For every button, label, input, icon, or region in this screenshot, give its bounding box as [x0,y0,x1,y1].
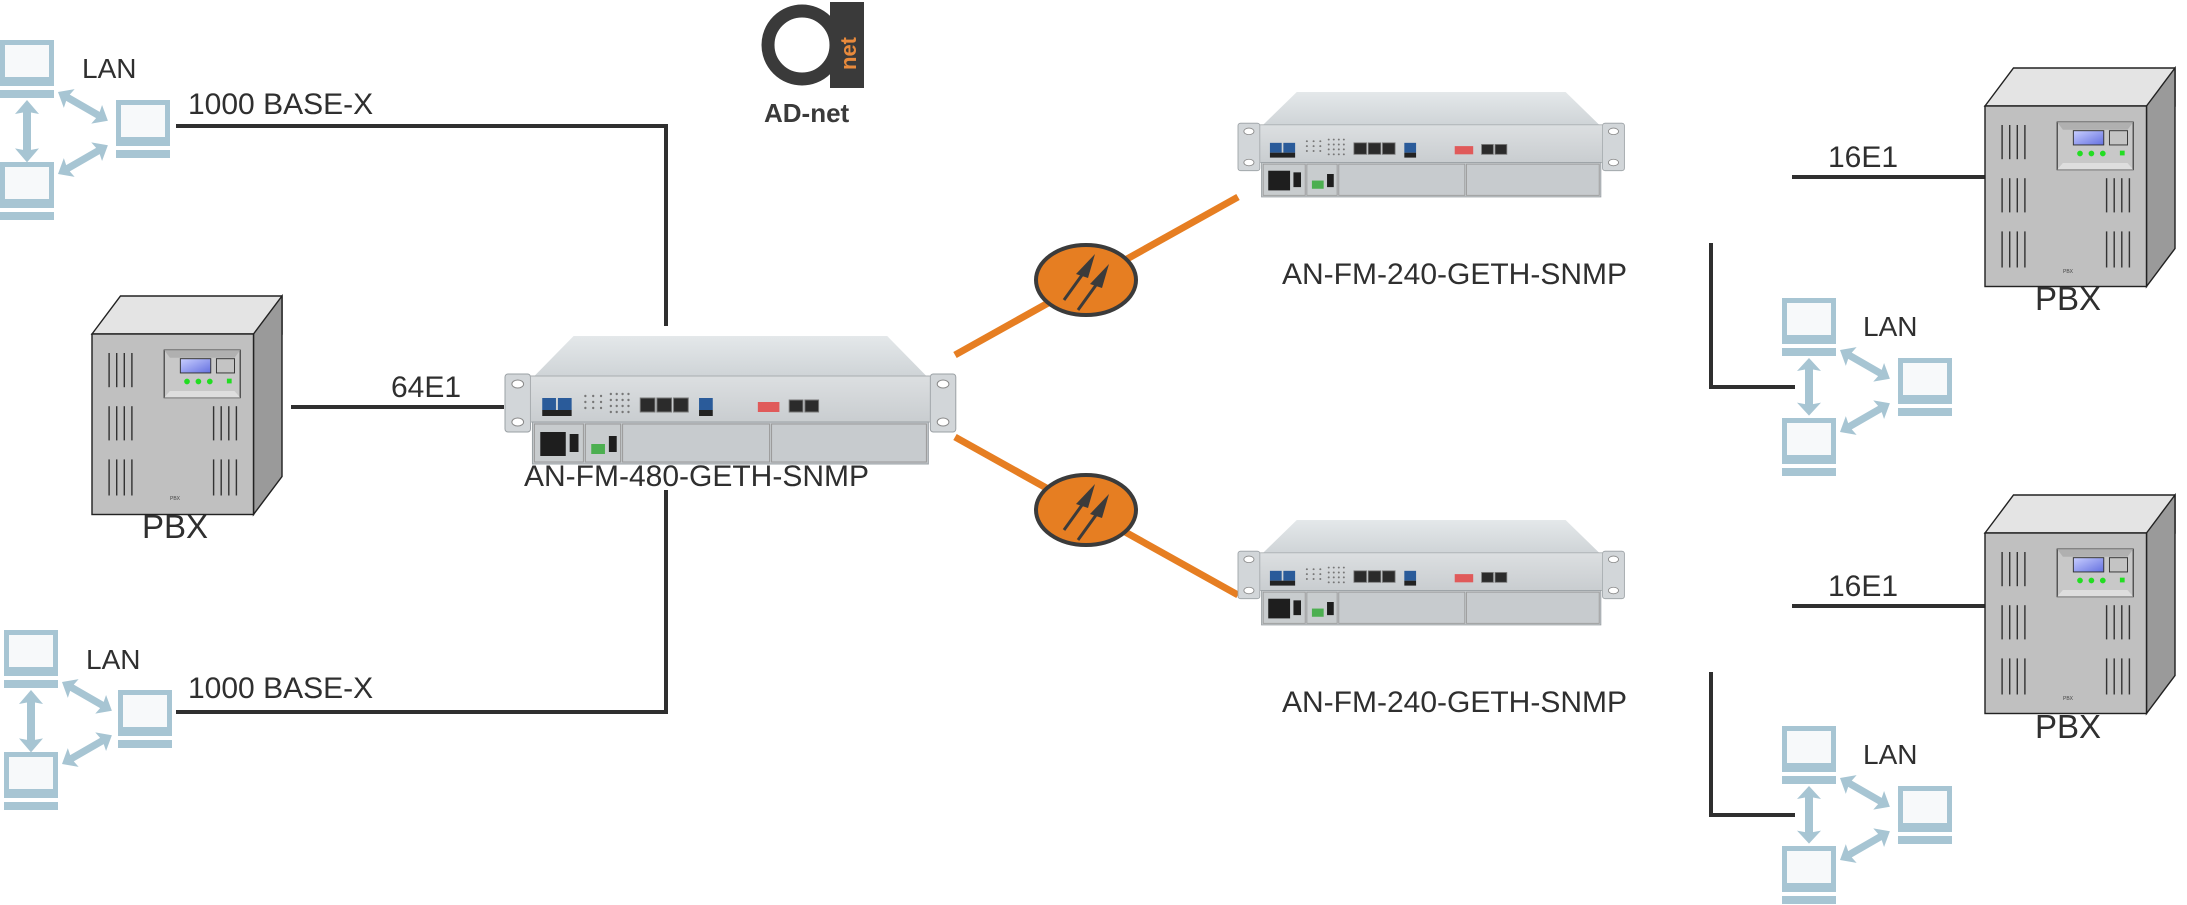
lan-label: LAN [86,644,140,675]
logo-brand-text: AD-net [764,98,850,128]
remote-multiplexer-bottom: AN-FM-240-GETH-SNMP [1237,519,1627,719]
device-model-label: AN-FM-480-GETH-SNMP [524,460,869,493]
pbx-caption: PBX [2035,280,2101,317]
lan-cluster-left-bottom: LAN [4,630,172,810]
wire-right-top-lan [1709,243,1795,389]
lan-label: LAN [82,53,136,84]
double-arrow-icon [52,82,114,131]
computer-icon [1782,726,1836,784]
computer-icon [1782,418,1836,476]
rack-device-icon [1237,519,1625,626]
double-arrow-icon [52,135,114,184]
pbx-caption: PBX [2035,708,2101,745]
computer-icon [0,40,54,98]
pbx-right-top: PBX PBX [1984,67,2176,317]
remote-multiplexer-top: AN-FM-240-GETH-SNMP [1237,91,1627,291]
rack-device-icon [1237,91,1625,198]
lan-label: LAN [1863,739,1917,770]
computer-icon [0,162,54,220]
pbx-small-label: PBX [170,496,181,502]
bidirectional-fiber-icon [1034,473,1138,547]
rack-device-icon [504,335,957,465]
computer-icon [4,630,58,688]
computer-icon [1898,786,1952,844]
computer-icon [1898,358,1952,416]
central-multiplexer: AN-FM-480-GETH-SNMP [504,335,957,493]
double-arrow-icon [1797,358,1821,416]
lan-cluster-right-bottom: LAN [1782,726,1952,904]
double-arrow-icon [1834,393,1896,442]
link-label-left-bottom: 1000 BASE-X [188,672,373,705]
logo-bar-icon [830,2,864,88]
lan-label: LAN [1863,311,1917,342]
double-arrow-icon [56,672,118,721]
bidirectional-fiber-icon [1034,243,1138,317]
computer-icon [116,100,170,158]
computer-icon [4,752,58,810]
logo-mark-suffix: net [836,36,861,70]
pbx-right-bottom: PBX PBX [1984,494,2176,745]
link-label-left-top: 1000 BASE-X [188,88,373,121]
link-label-right-top: 16E1 [1828,141,1898,174]
pbx-small-label: PBX [2063,269,2074,275]
computer-icon [1782,298,1836,356]
pbx-caption: PBX [142,508,208,545]
ad-net-logo: net AD-net [761,2,864,128]
link-label-left-pbx: 64E1 [391,371,461,404]
lan-cluster-left-top: LAN [0,40,170,220]
wire-left-bottom-eth [176,490,668,714]
link-label-right-bottom: 16E1 [1828,570,1898,603]
device-model-label: AN-FM-240-GETH-SNMP [1282,686,1627,719]
double-arrow-icon [56,725,118,774]
lan-cluster-right-top: LAN [1782,298,1952,476]
computer-icon [118,690,172,748]
wire-right-bottom-lan [1709,672,1795,817]
pbx-icon [1984,494,2176,715]
computer-icon [1782,846,1836,904]
double-arrow-icon [1834,340,1896,389]
double-arrow-icon [1797,786,1821,844]
device-model-label: AN-FM-240-GETH-SNMP [1282,258,1627,291]
logo-ring-icon [761,4,843,86]
double-arrow-icon [1834,768,1896,817]
pbx-icon [1984,67,2176,288]
double-arrow-icon [1834,821,1896,870]
pbx-left: PBX PBX [91,295,283,545]
double-arrow-icon [15,100,39,163]
pbx-small-label: PBX [2063,696,2074,702]
pbx-icon [91,295,283,516]
wire-left-top-eth [176,124,668,326]
double-arrow-icon [19,690,43,753]
